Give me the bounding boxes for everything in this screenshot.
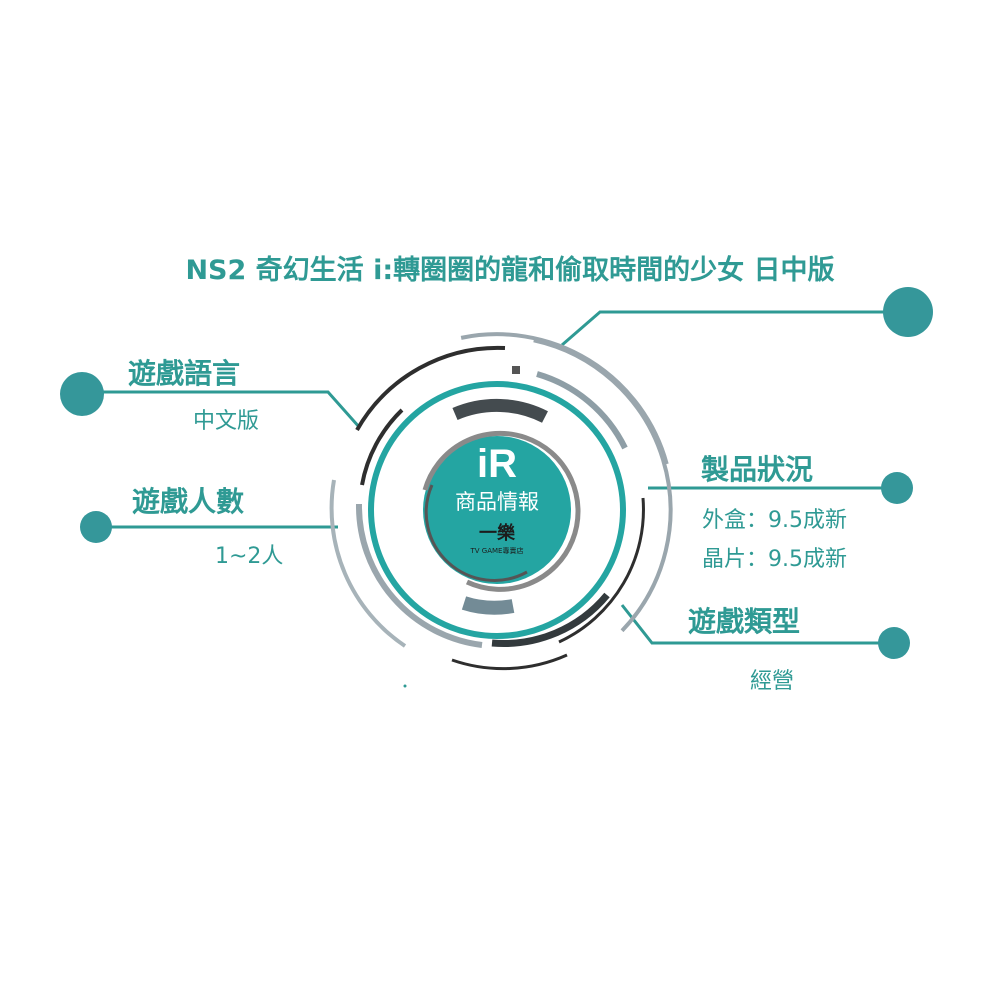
title-dot: [883, 287, 933, 337]
language-connector: [82, 390, 362, 429]
players-dot: [80, 511, 112, 543]
center-label: 商品情報: [455, 490, 539, 514]
condition-box-value: 外盒：9.5成新: [702, 508, 847, 533]
title-connector: [561, 310, 910, 347]
brand-subtitle: TV GAME專賣店: [470, 547, 524, 555]
language-heading: 遊戲語言: [128, 357, 241, 390]
genre-value: 經營: [750, 669, 795, 694]
players-heading: 遊戲人數: [132, 485, 245, 518]
genre-dot: [878, 627, 910, 659]
condition-chip-value: 晶片：9.5成新: [702, 547, 847, 572]
ir-logo: iR: [477, 442, 517, 486]
language-value: 中文版: [193, 409, 260, 434]
page-title: NS2 奇幻生活 i:轉圈圈的龍和偷取時間的少女 日中版: [185, 255, 835, 286]
genre-heading: 遊戲類型: [688, 605, 801, 638]
language-dot: [60, 372, 104, 416]
players-value: 1~2人: [215, 544, 284, 569]
brand-name: 一樂: [479, 523, 515, 544]
condition-dot: [881, 472, 913, 504]
condition-heading: 製品狀況: [701, 453, 814, 486]
